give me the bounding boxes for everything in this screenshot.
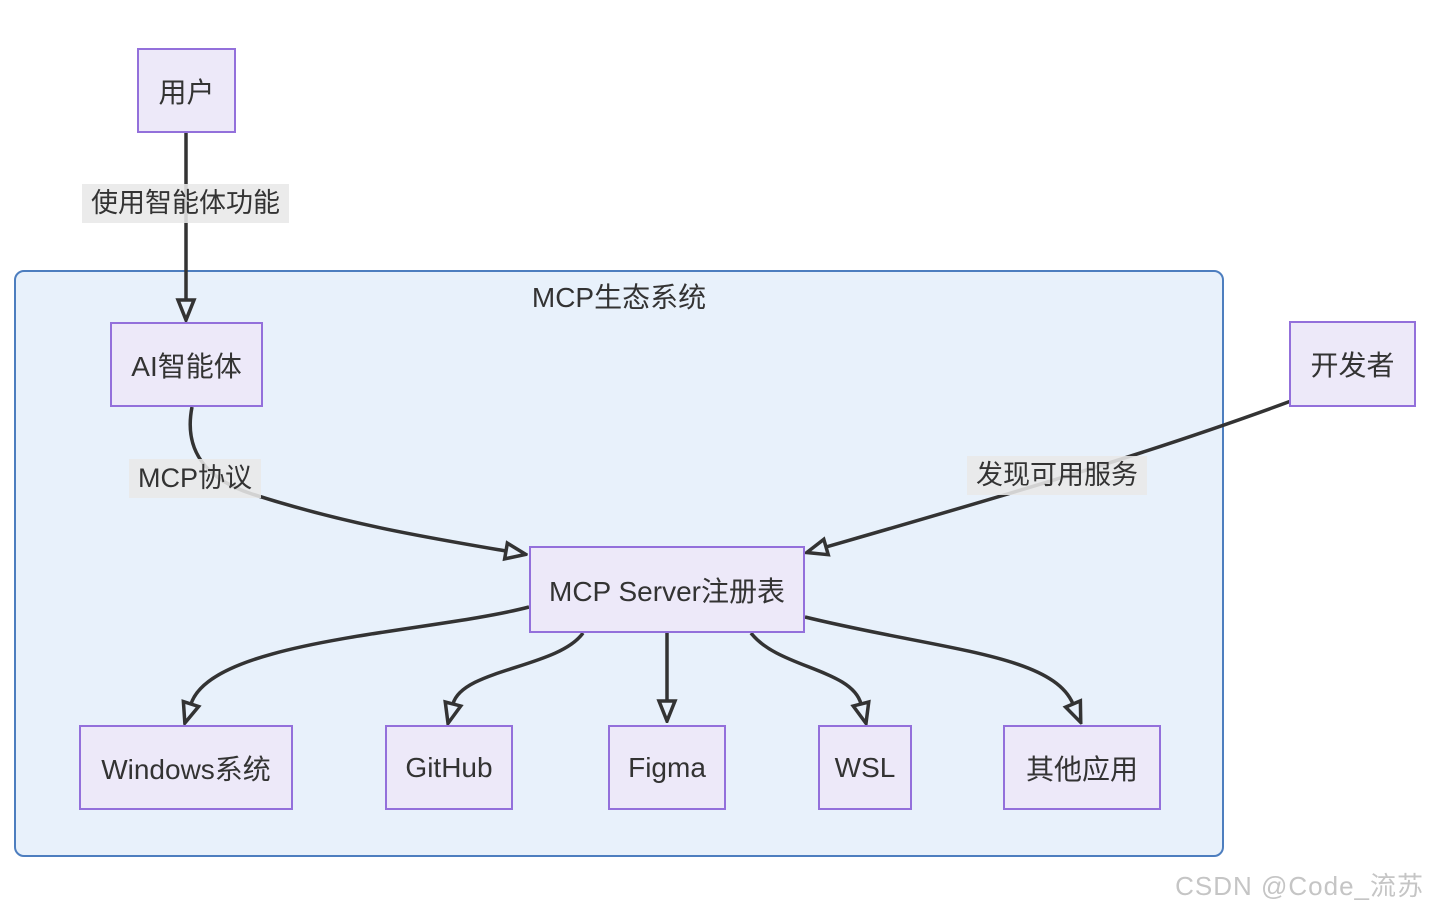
edge-registry-to-github-arrow	[453, 631, 585, 704]
edge-agent-to-registry-arrow	[188, 406, 506, 551]
node-figma: Figma	[608, 725, 726, 810]
node-windows-system: Windows系统	[79, 725, 293, 810]
edge-registry-to-other-arrow	[804, 615, 1073, 704]
edge-label-mcp-protocol: MCP协议	[129, 459, 261, 498]
cluster-title: MCP生态系统	[531, 282, 707, 313]
node-github: GitHub	[385, 725, 513, 810]
edge-label-use-agent: 使用智能体功能	[82, 184, 289, 223]
node-developer: 开发者	[1289, 321, 1416, 407]
edge-registry-to-windows-arrow	[191, 605, 530, 704]
edge-registry-to-wsl-arrow	[749, 631, 861, 704]
node-ai-agent: AI智能体	[110, 322, 263, 407]
csdn-watermark: CSDN @Code_流苏	[1175, 871, 1424, 901]
node-user: 用户	[137, 48, 236, 133]
node-wsl: WSL	[818, 725, 912, 810]
node-mcp-server-registry: MCP Server注册表	[529, 546, 805, 633]
node-other-apps: 其他应用	[1003, 725, 1161, 810]
edge-label-discover-services: 发现可用服务	[967, 456, 1147, 495]
